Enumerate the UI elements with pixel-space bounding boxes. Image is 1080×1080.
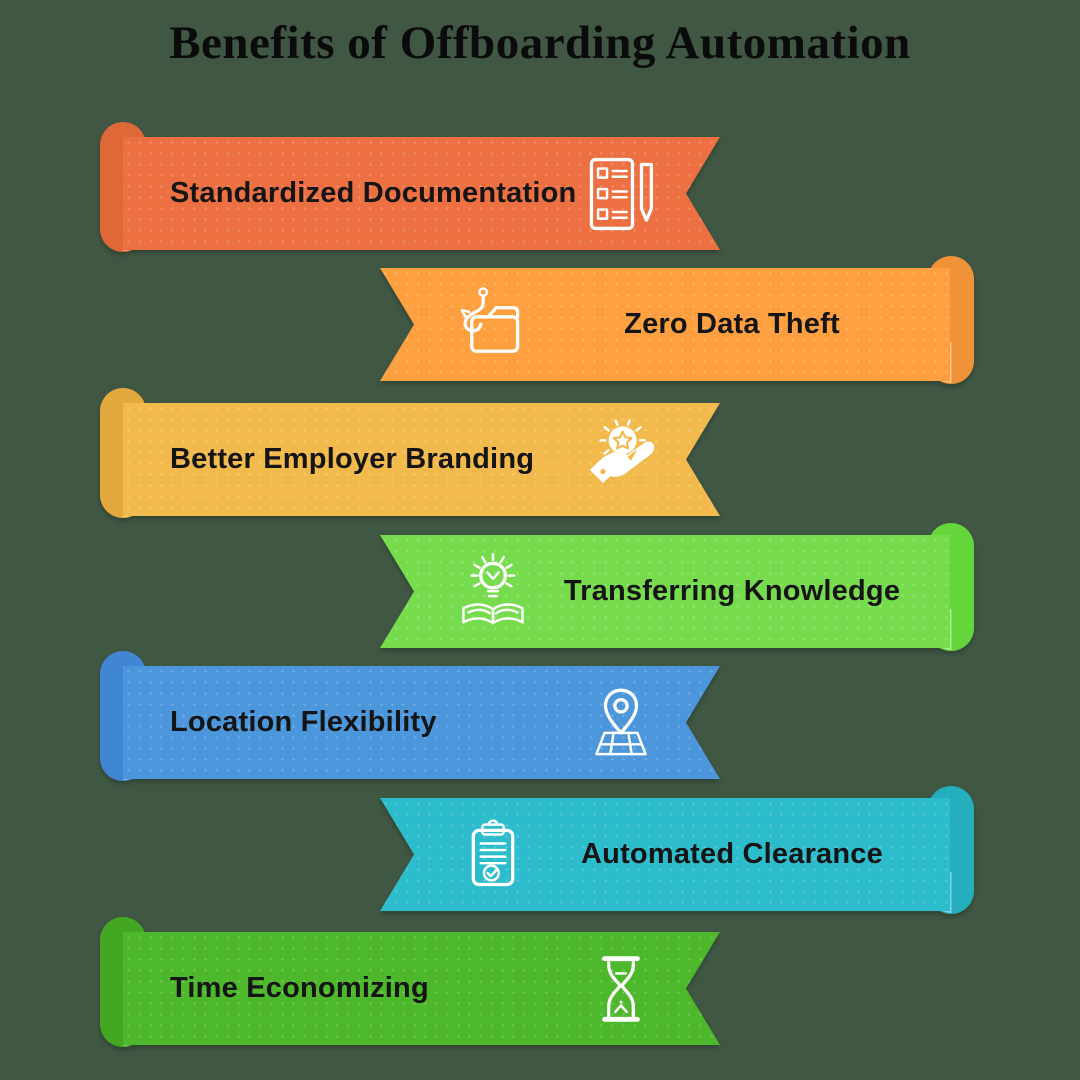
ribbon-location-flexibility: Location Flexibility	[100, 651, 720, 801]
bulb-book-icon	[452, 551, 534, 633]
ribbon-transferring-knowledge: Transferring Knowledge	[380, 520, 974, 670]
ribbon-band: Zero Data Theft	[380, 268, 950, 381]
ribbon-band: Location Flexibility	[123, 666, 720, 779]
ribbon-band: Standardized Documentation	[123, 137, 720, 250]
ribbon-label: Zero Data Theft	[624, 308, 840, 340]
ribbon-time-economizing: Time Economizing	[100, 917, 720, 1067]
ribbon-band: Time Economizing	[123, 932, 720, 1045]
clipboard-check-icon	[452, 814, 534, 896]
folder-hook-icon	[452, 284, 534, 366]
ribbon-label: Transferring Knowledge	[563, 575, 901, 607]
ribbon-automated-clearance: Automated Clearance	[380, 783, 974, 933]
ribbon-better-employer-branding: Better Employer Branding	[100, 388, 720, 538]
hourglass-icon	[580, 948, 662, 1030]
ribbon-label: Time Economizing	[170, 972, 429, 1004]
ribbon-band: Better Employer Branding	[123, 403, 720, 516]
ribbon-label: Better Employer Branding	[170, 443, 535, 475]
checklist-pen-icon	[580, 153, 662, 235]
map-pin-icon	[580, 682, 662, 764]
hand-star-icon	[580, 419, 662, 501]
ribbon-band: Automated Clearance	[380, 798, 950, 911]
ribbon-band: Transferring Knowledge	[380, 535, 950, 648]
page-title: Benefits of Offboarding Automation	[169, 17, 911, 69]
ribbon-standardized-documentation: Standardized Documentation	[100, 122, 720, 272]
ribbon-label: Automated Clearance	[581, 838, 883, 870]
ribbon-label: Standardized Documentation	[170, 177, 577, 209]
ribbon-label: Location Flexibility	[170, 706, 437, 738]
ribbon-zero-data-theft: Zero Data Theft	[380, 253, 974, 403]
